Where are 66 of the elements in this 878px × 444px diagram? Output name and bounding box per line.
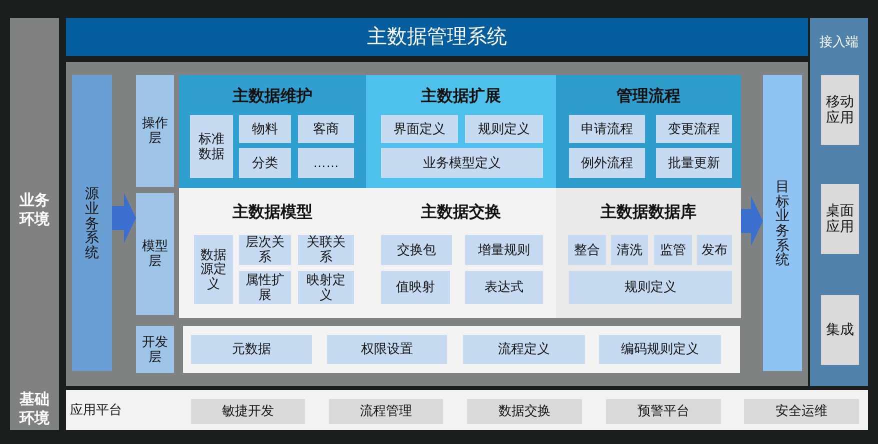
function-tile: 批量更新 — [656, 148, 732, 178]
function-tile: 值映射 — [381, 271, 450, 304]
platform-tile: 流程管理 — [329, 399, 443, 424]
module-section — [179, 188, 366, 318]
platform-tile: 预警平台 — [606, 399, 721, 424]
section-heading: 主数据数据库 — [600, 203, 696, 223]
function-tile: 属性扩展 — [239, 271, 291, 304]
module-section — [179, 75, 366, 188]
function-tile: 界面定义 — [381, 115, 458, 143]
function-tile: 整合 — [568, 235, 606, 265]
environment-label: 基础环境 — [18, 391, 50, 429]
client-tile: 桌面应用 — [821, 184, 859, 254]
band-label: 应用平台 — [70, 402, 122, 418]
function-tile: 清洗 — [611, 235, 648, 265]
function-tile: 变更流程 — [656, 115, 732, 143]
function-tile: 例外流程 — [569, 148, 645, 178]
layer-label-tile: 模型层 — [136, 193, 174, 315]
title-bar: 主数据管理系统 — [66, 18, 808, 56]
function-tile: 交换包 — [381, 235, 452, 265]
layer-label-tile: 操作层 — [136, 75, 174, 187]
section-heading: 主数据扩展 — [421, 87, 501, 107]
section-heading: 管理流程 — [616, 87, 680, 107]
function-tile: 增量规则 — [465, 235, 543, 265]
function-tile: 流程定义 — [463, 335, 585, 364]
section-heading: 主数据模型 — [232, 203, 312, 223]
section-heading: 主数据维护 — [232, 87, 312, 107]
function-tile: 编码规则定义 — [599, 335, 721, 364]
platform-tile: 安全运维 — [744, 399, 859, 424]
client-tile: 集成 — [821, 295, 859, 365]
module-section — [366, 75, 556, 188]
target-system-column: 目标业务系统 — [763, 75, 802, 371]
function-tile: 发布 — [697, 235, 732, 265]
arrow — [112, 193, 136, 243]
function-tile: 申请流程 — [569, 115, 645, 143]
function-tile: 业务模型定义 — [381, 148, 543, 178]
function-tile: 客商 — [298, 115, 354, 143]
function-tile: 元数据 — [191, 335, 312, 364]
environment-label: 业务环境 — [18, 192, 50, 230]
dev-tools-panel — [183, 326, 740, 373]
arrow — [741, 196, 763, 246]
environment-sidebar — [10, 18, 59, 430]
layer-label-tile: 开发层 — [136, 326, 174, 373]
module-section — [366, 188, 556, 318]
client-tile: 移动应用 — [821, 75, 859, 145]
platform-tile: 数据交换 — [467, 399, 582, 424]
function-tile: 权限设置 — [327, 335, 447, 364]
function-tile: 关联关系 — [298, 235, 354, 265]
panel-heading: 接入端 — [820, 34, 858, 50]
access-panel — [810, 18, 868, 386]
platform-band — [66, 390, 868, 430]
function-tile: 数据源定义 — [194, 235, 233, 304]
module-section — [556, 75, 741, 188]
platform-tile: 敏捷开发 — [191, 399, 305, 424]
function-tile: 层次关系 — [239, 235, 291, 265]
function-tile: 标准数据 — [190, 115, 233, 178]
module-section — [556, 188, 741, 318]
function-tile: 表达式 — [465, 271, 543, 304]
function-tile: 映射定义 — [298, 271, 354, 304]
function-tile: 规则定义 — [465, 115, 543, 143]
section-heading: 主数据交换 — [421, 203, 501, 223]
function-tile: 分类 — [239, 148, 291, 178]
source-system-column: 源业务系统 — [72, 75, 112, 371]
function-tile: …… — [298, 148, 354, 178]
function-tile: 物料 — [239, 115, 291, 143]
function-tile: 监管 — [654, 235, 692, 265]
function-tile: 规则定义 — [569, 271, 732, 304]
